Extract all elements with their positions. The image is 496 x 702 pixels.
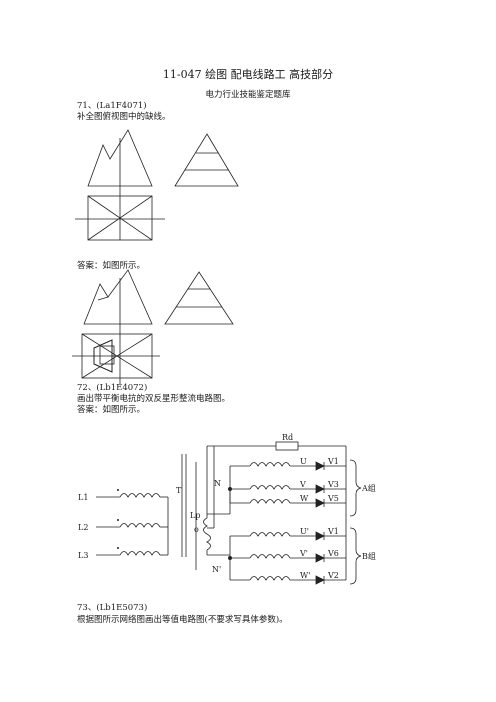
- label-v6: V6: [327, 549, 339, 558]
- q72-answer: 答案：如图所示。: [77, 405, 146, 415]
- brace-a: [349, 459, 362, 517]
- q71-text: 补全图俯视图中的缺线。: [77, 112, 171, 122]
- q71-side-view: [174, 133, 239, 187]
- label-u2: U': [300, 527, 309, 536]
- primary-windings: [96, 489, 169, 556]
- label-w: W: [300, 494, 309, 503]
- label-v1b: V1: [327, 527, 339, 536]
- label-v2d: V2: [327, 571, 339, 580]
- label-group-b: B组: [362, 551, 376, 561]
- label-w2: W': [300, 571, 310, 580]
- q71-answer-side: [164, 271, 234, 325]
- label-lp: Lp: [190, 511, 200, 520]
- label-l2: L2: [78, 523, 88, 532]
- q71-answer: 答案：如图所示。: [77, 261, 146, 271]
- label-rd: Rd: [282, 433, 293, 442]
- q71-top-view: [87, 195, 153, 241]
- rd-resistor: [275, 441, 299, 451]
- label-n2: N': [212, 565, 221, 574]
- q71-answer-front: [83, 269, 153, 325]
- page-subtitle: 电力行业技能鉴定题库: [205, 90, 291, 100]
- label-v3: V3: [327, 480, 339, 489]
- q73-text: 根据图所示网络图画出等值电路图(不要求写具体参数)。: [77, 615, 288, 625]
- q72-number: 72、(Lb1E4072): [77, 383, 148, 393]
- label-o: o: [194, 525, 199, 534]
- label-v: V: [299, 480, 306, 489]
- label-v5: V5: [327, 494, 339, 503]
- label-u: U: [300, 457, 307, 466]
- q71-front-view: [87, 129, 153, 187]
- label-l3: L3: [78, 551, 88, 560]
- brace-b: [349, 527, 362, 585]
- q71-number: 71、(La1F4071): [77, 101, 147, 111]
- q73-number: 73、(Lb1E5073): [77, 603, 148, 613]
- label-v2: V': [299, 549, 308, 558]
- q72-text: 画出带平衡电抗的双反星形整流电路图。: [77, 394, 231, 404]
- label-group-a: A组: [361, 483, 376, 493]
- label-n: N: [214, 479, 221, 488]
- label-l1: L1: [78, 493, 88, 502]
- label-v1: V1: [327, 457, 339, 466]
- page-title: 11-047 绘图 配电线路工 高技部分: [162, 68, 334, 81]
- label-t: T: [176, 486, 182, 495]
